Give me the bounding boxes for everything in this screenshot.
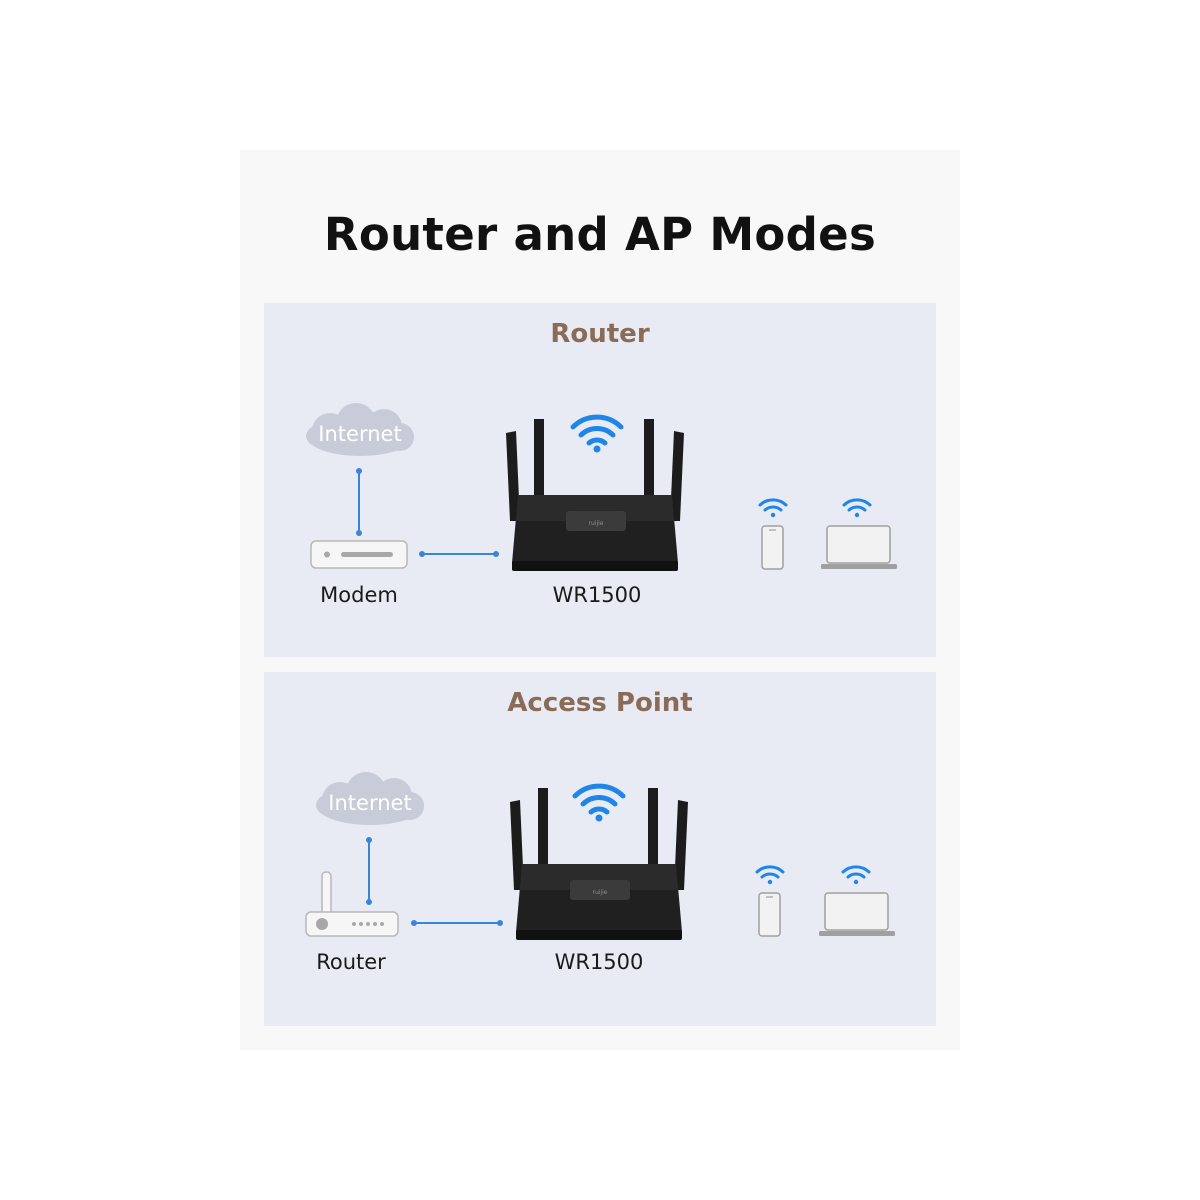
device-logo: ruijie — [593, 889, 608, 896]
modem-icon — [310, 540, 408, 569]
wifi-signal-icon — [758, 498, 788, 518]
router-mode-panel: Router Internet Modem — [264, 303, 936, 657]
device-label: WR1500 — [554, 950, 644, 974]
laptop-icon — [819, 892, 895, 936]
smartphone-icon — [761, 525, 784, 570]
wifi-router-icon: ruijie — [510, 788, 688, 940]
wifi-signal-icon — [570, 414, 624, 453]
modem-device-link — [419, 551, 499, 557]
router-icon — [305, 871, 399, 937]
panel-heading: Access Point — [507, 688, 693, 718]
wifi-signal-icon — [755, 865, 785, 885]
cloud-label: Internet — [318, 422, 401, 446]
cloud-icon: Internet — [306, 403, 414, 456]
access-point-mode-panel: Access Point Internet Router — [264, 672, 936, 1026]
source-label: Router — [316, 950, 386, 974]
wifi-signal-icon — [841, 865, 871, 885]
cloud-icon: Internet — [316, 772, 424, 825]
device-label: WR1500 — [552, 583, 642, 607]
smartphone-icon — [758, 892, 781, 937]
source-label: Modem — [320, 583, 398, 607]
cloud-label: Internet — [328, 791, 411, 815]
wifi-signal-icon — [842, 498, 872, 518]
page-title: Router and AP Modes — [323, 208, 877, 261]
cloud-modem-link — [356, 468, 362, 536]
panel-heading: Router — [550, 319, 650, 349]
laptop-icon — [821, 525, 897, 569]
wifi-signal-icon — [572, 783, 626, 822]
router-device-link — [411, 920, 503, 926]
wifi-router-icon: ruijie — [506, 419, 684, 571]
device-logo: ruijie — [589, 520, 604, 527]
cloud-router-link — [366, 837, 372, 905]
